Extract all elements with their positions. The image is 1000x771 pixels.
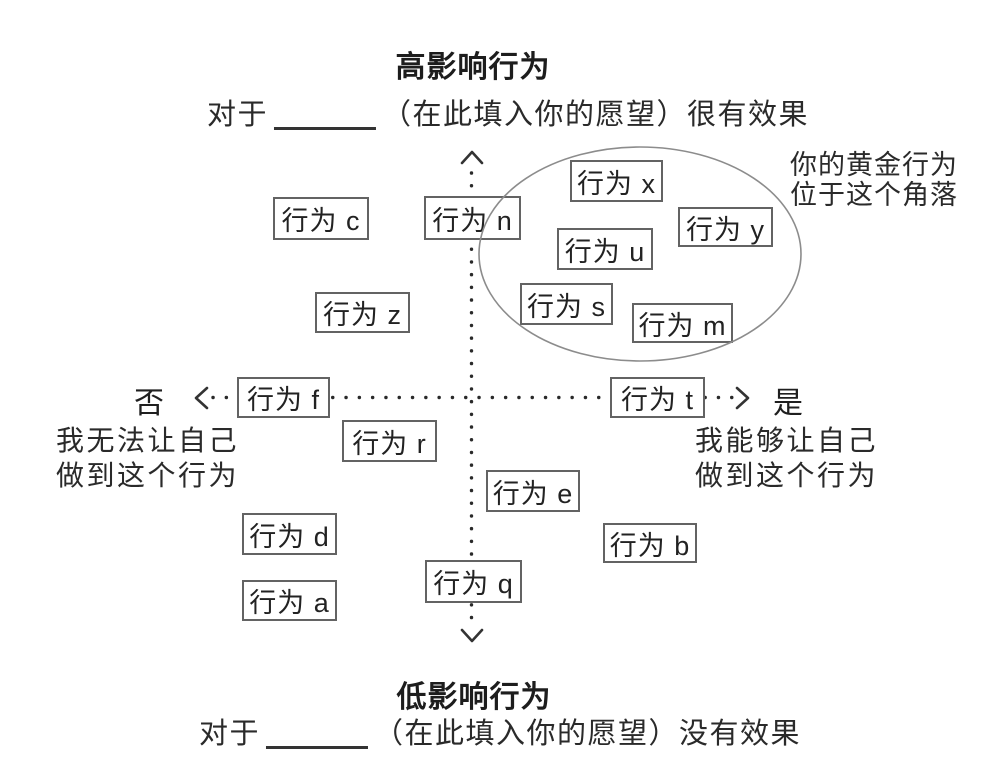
- golden-note-line2: 位于这个角落: [790, 180, 958, 210]
- top-axis-subtitle: 对于 （在此填入你的愿望）很有效果: [207, 91, 809, 133]
- behavior-box-q: 行为 q: [425, 560, 522, 603]
- bottom-axis-title: 低影响行为: [396, 681, 552, 714]
- behavior-box-n: 行为 n: [424, 196, 521, 240]
- left-desc-line1: 我无法让自己: [56, 425, 240, 456]
- wish-blank-line-bottom: [266, 744, 368, 749]
- behavior-box-r: 行为 r: [342, 420, 437, 462]
- right-desc-line2: 做到这个行为: [695, 460, 879, 491]
- behavior-box-t: 行为 t: [610, 377, 705, 418]
- golden-note-line1: 你的黄金行为: [790, 150, 958, 180]
- left-desc-line2: 做到这个行为: [56, 460, 240, 491]
- behavior-box-b: 行为 b: [603, 523, 697, 563]
- top-subtitle-prefix: 对于: [206, 99, 268, 131]
- behavior-box-f: 行为 f: [237, 377, 330, 418]
- bottom-subtitle-suffix: （在此填入你的愿望）没有效果: [374, 718, 802, 750]
- arrow-down-icon: [460, 628, 484, 643]
- arrow-right-icon: [735, 386, 750, 410]
- golden-corner-note: 你的黄金行为 位于这个角落: [790, 150, 958, 210]
- behavior-box-u: 行为 u: [557, 228, 653, 270]
- axis-label-yes: 是: [773, 387, 803, 420]
- wish-blank-line-top: [274, 125, 376, 130]
- behavior-box-z: 行为 z: [315, 292, 410, 333]
- axis-label-no: 否: [134, 387, 164, 420]
- arrow-left-icon: [194, 386, 209, 410]
- behavior-box-x: 行为 x: [570, 160, 663, 202]
- top-subtitle-suffix: （在此填入你的愿望）很有效果: [382, 99, 810, 131]
- left-axis-description: 我无法让自己 做到这个行为: [56, 423, 239, 493]
- arrow-up-icon: [460, 150, 484, 165]
- top-axis-title: 高影响行为: [395, 51, 551, 84]
- behavior-box-e: 行为 e: [486, 470, 580, 512]
- right-axis-description: 我能够让自己 做到这个行为: [695, 423, 878, 493]
- behavior-box-c: 行为 c: [273, 197, 369, 240]
- behavior-box-d: 行为 d: [242, 513, 337, 555]
- bottom-axis-subtitle: 对于 （在此填入你的愿望）没有效果: [199, 710, 801, 752]
- behavior-box-s: 行为 s: [520, 283, 613, 325]
- right-desc-line1: 我能够让自己: [695, 425, 879, 456]
- behavior-box-a: 行为 a: [242, 580, 337, 621]
- behavior-box-y: 行为 y: [678, 207, 773, 247]
- behavior-box-m: 行为 m: [632, 303, 733, 343]
- bottom-subtitle-prefix: 对于: [198, 718, 260, 750]
